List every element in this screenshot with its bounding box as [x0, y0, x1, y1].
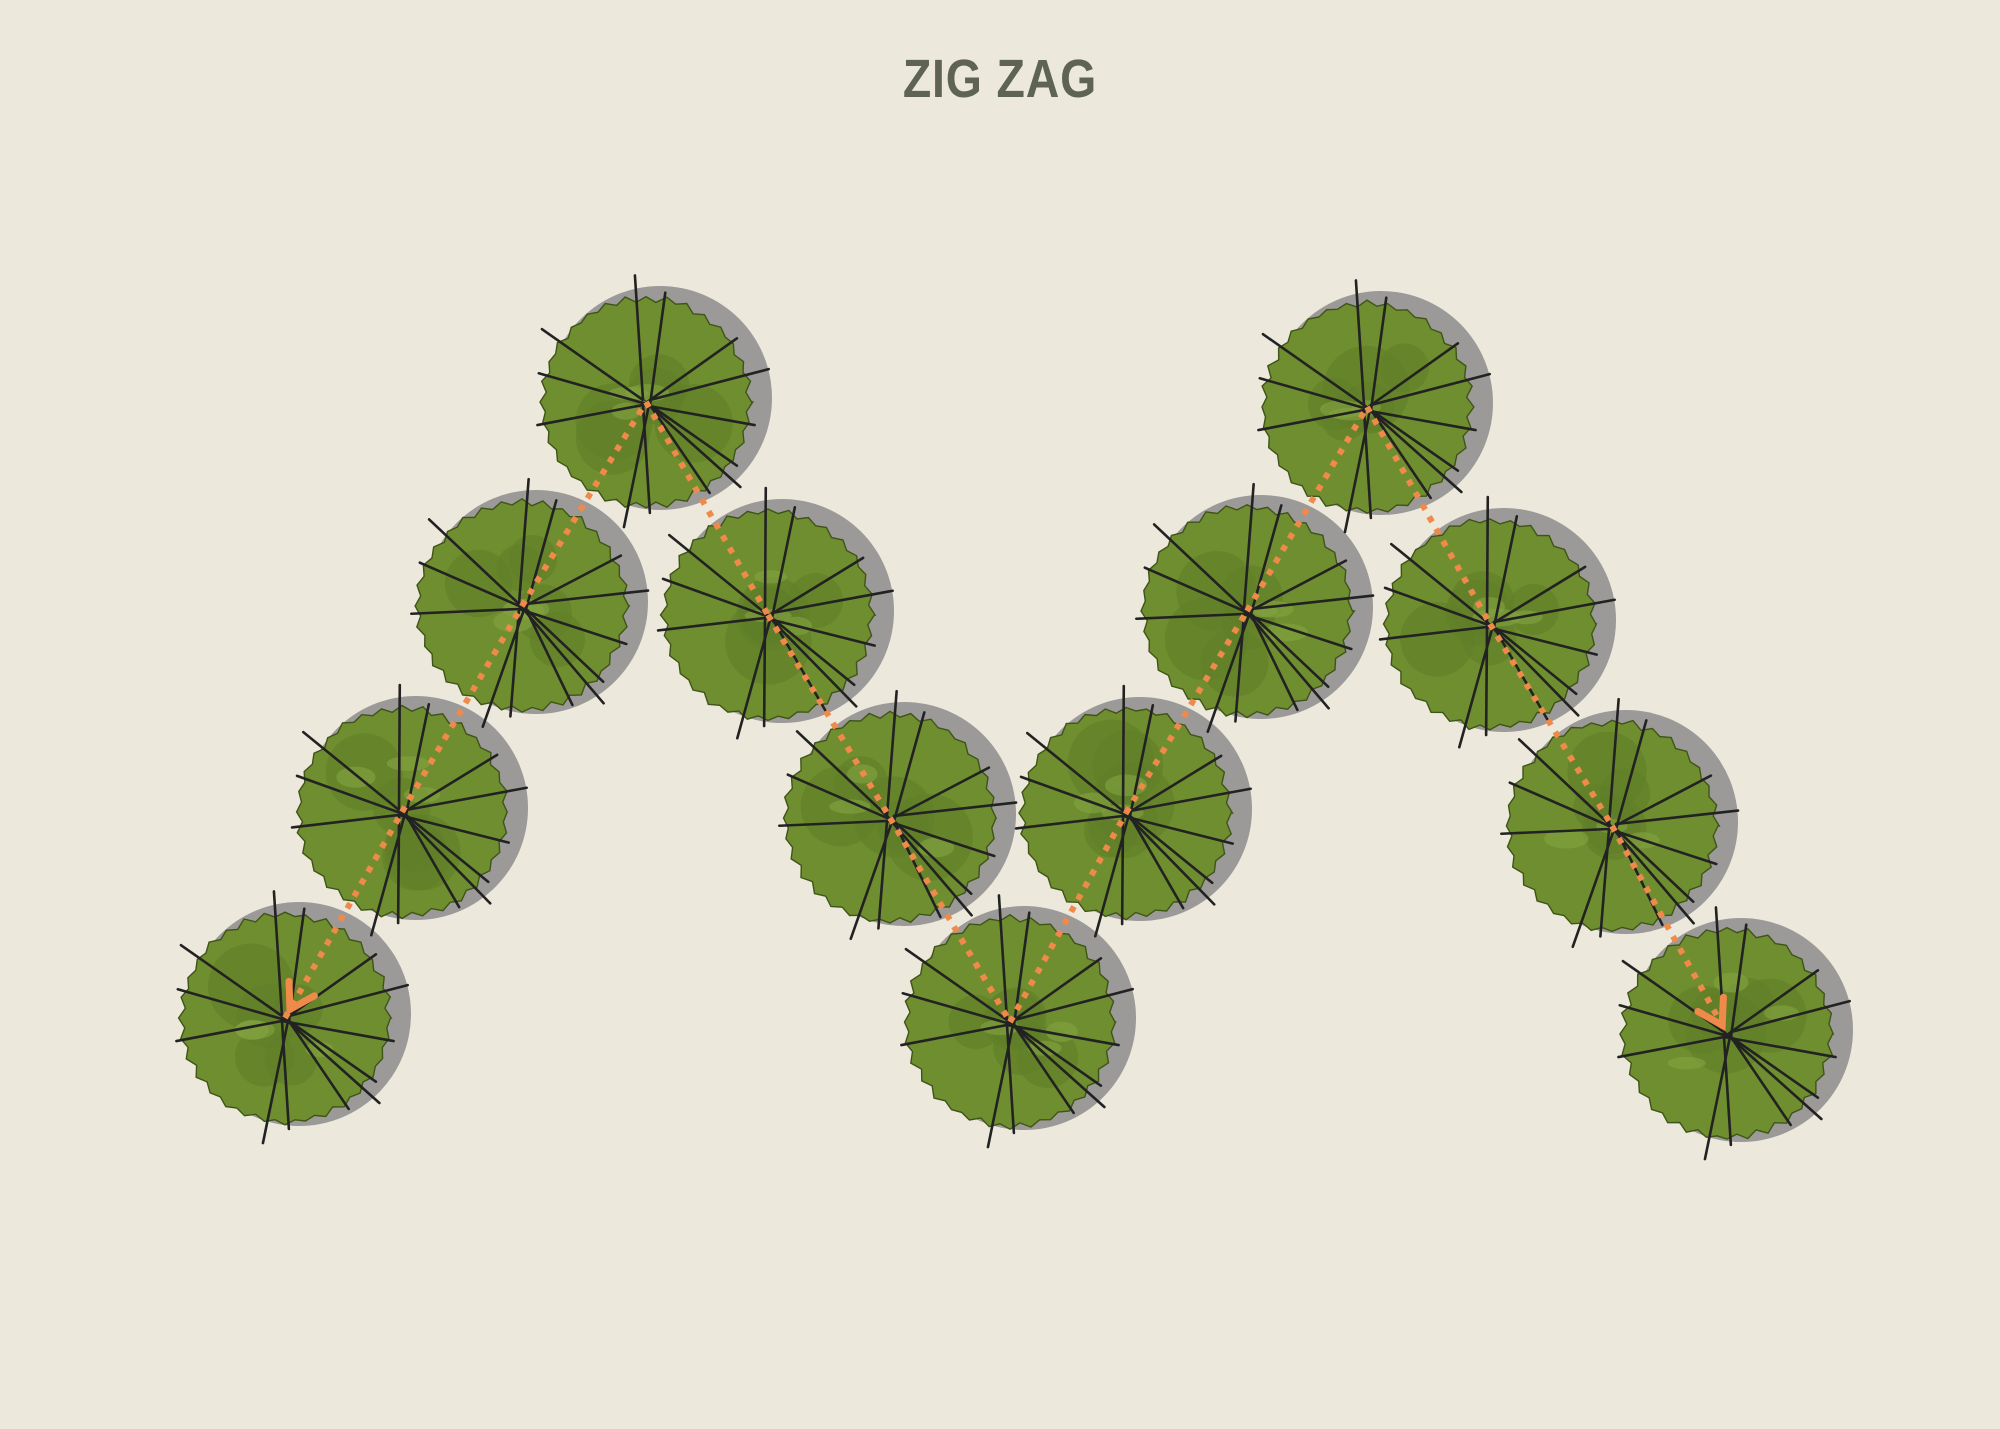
- path-segment: [1007, 811, 1129, 1024]
- path-arrows: [285, 977, 1727, 1032]
- tree-9-tree-canopy-icon: [1134, 482, 1375, 734]
- tree-2-tree-canopy-icon: [290, 683, 528, 937]
- tree-13-tree-canopy-icon: [1617, 906, 1851, 1161]
- tree-1-tree-canopy-icon: [175, 890, 409, 1145]
- end-arrow-chevron-icon: [1694, 993, 1727, 1032]
- tree-12-tree-canopy-icon: [1499, 697, 1740, 949]
- tree-10-tree-canopy-icon: [1257, 279, 1491, 534]
- path-segment: [399, 604, 525, 814]
- tree-3-tree-canopy-icon: [409, 477, 650, 729]
- tree-8-tree-canopy-icon: [1014, 684, 1252, 938]
- path-segment: [1487, 622, 1615, 828]
- tree-6-tree-canopy-icon: [777, 689, 1018, 941]
- start-arrow-chevron-icon: [285, 977, 318, 1016]
- page-title: ZIG ZAG: [902, 49, 1098, 109]
- path-segment: [887, 816, 1013, 1024]
- path-segment: [1244, 405, 1370, 613]
- tree-canopies: [175, 274, 1851, 1161]
- path-segment: [765, 613, 893, 820]
- path-segment: [1123, 609, 1250, 815]
- zigzag-path: [282, 400, 1730, 1036]
- tree-7-tree-canopy-icon: [900, 894, 1134, 1149]
- path-segment: [282, 810, 405, 1020]
- path-segment: [519, 400, 649, 608]
- tree-5-tree-canopy-icon: [656, 486, 894, 740]
- path-segment: [1609, 824, 1730, 1036]
- tree-4-tree-canopy-icon: [536, 274, 770, 529]
- tree-11-tree-canopy-icon: [1378, 495, 1616, 749]
